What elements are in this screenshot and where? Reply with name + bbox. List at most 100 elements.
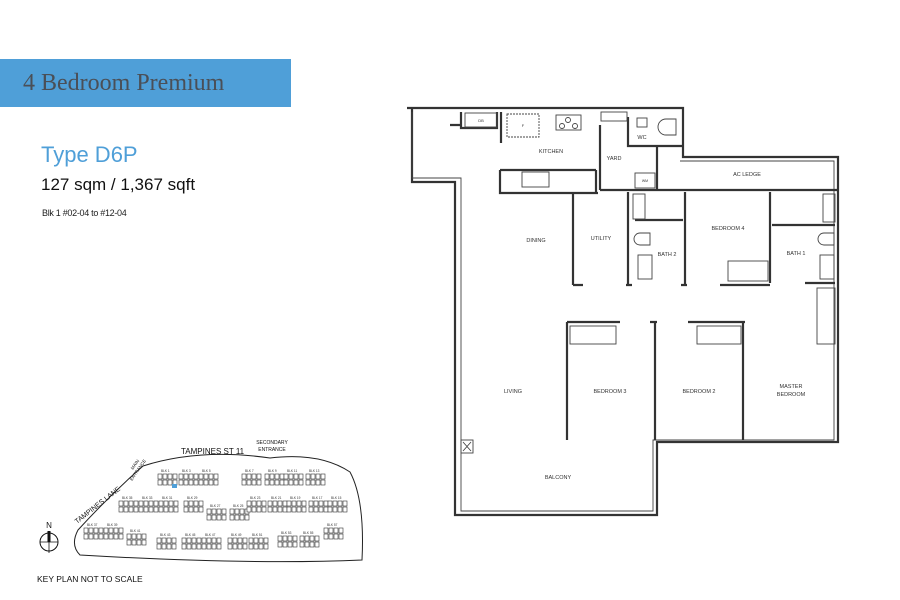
room-label-bath2: BATH 2 bbox=[658, 252, 677, 258]
block-unit bbox=[201, 537, 207, 544]
bath2-basin bbox=[637, 254, 653, 280]
block-unit bbox=[337, 506, 343, 513]
block-unit bbox=[293, 473, 299, 480]
block-unit bbox=[198, 506, 204, 513]
bath1-basin bbox=[819, 254, 835, 280]
block-unit bbox=[248, 543, 254, 550]
block-label: BLK 25 bbox=[233, 504, 244, 508]
block-label: BLK 37 bbox=[87, 523, 98, 527]
block-unit bbox=[229, 508, 235, 515]
block-unit bbox=[118, 533, 124, 540]
block-label: BLK 9 bbox=[268, 469, 277, 473]
bedroom3-wardrobe bbox=[569, 325, 617, 345]
block-unit bbox=[193, 473, 199, 480]
block-unit bbox=[287, 535, 293, 542]
room-label-bedroom2: BEDROOM 2 bbox=[682, 389, 715, 395]
block-unit bbox=[163, 506, 169, 513]
block-unit bbox=[304, 535, 310, 542]
block-unit bbox=[186, 537, 192, 544]
label-db: DB bbox=[478, 118, 484, 123]
block-unit bbox=[256, 479, 262, 486]
block-unit bbox=[221, 514, 227, 521]
block-unit bbox=[201, 543, 207, 550]
bath1-shower bbox=[822, 193, 836, 223]
block-unit bbox=[318, 500, 324, 507]
middle-walls bbox=[571, 192, 835, 287]
block-unit bbox=[256, 500, 262, 507]
block-unit bbox=[188, 473, 194, 480]
block-unit bbox=[282, 541, 288, 548]
block-unit bbox=[338, 533, 344, 540]
block-unit bbox=[108, 533, 114, 540]
block-unit bbox=[216, 514, 222, 521]
block-unit bbox=[148, 500, 154, 507]
block-unit bbox=[310, 473, 316, 480]
block-unit bbox=[216, 537, 222, 544]
block-unit bbox=[171, 537, 177, 544]
block-unit bbox=[138, 506, 144, 513]
room-label-master: MASTER bbox=[780, 384, 803, 390]
block-unit bbox=[196, 543, 202, 550]
block-unit bbox=[141, 539, 147, 546]
block-unit bbox=[198, 473, 204, 480]
block-unit bbox=[181, 537, 187, 544]
block-unit bbox=[162, 479, 168, 486]
block-unit bbox=[286, 506, 292, 513]
wc-toilet bbox=[657, 118, 677, 136]
block-unit bbox=[156, 543, 162, 550]
block-unit bbox=[313, 506, 319, 513]
block-unit bbox=[272, 506, 278, 513]
key-plan-note: KEY PLAN NOT TO SCALE bbox=[37, 574, 143, 584]
block-unit bbox=[251, 500, 257, 507]
block-unit bbox=[191, 537, 197, 544]
block-unit bbox=[157, 473, 163, 480]
block-label: BLK 39 bbox=[107, 523, 118, 527]
block-unit bbox=[167, 473, 173, 480]
block-unit bbox=[288, 473, 294, 480]
highlight-block bbox=[172, 484, 177, 488]
block-unit bbox=[314, 535, 320, 542]
unit-type: Type D6P bbox=[41, 142, 138, 167]
sink bbox=[521, 171, 550, 188]
block-unit bbox=[221, 508, 227, 515]
site-outline bbox=[74, 453, 363, 563]
block-unit bbox=[304, 541, 310, 548]
block-unit bbox=[213, 479, 219, 486]
block-unit bbox=[136, 533, 142, 540]
block-unit bbox=[323, 527, 329, 534]
block-unit bbox=[248, 537, 254, 544]
bedroom4-wardrobe bbox=[727, 260, 769, 282]
yard-wc-walls bbox=[600, 117, 838, 192]
unit-area: 127 sqm / 1,367 sqft bbox=[41, 175, 196, 194]
block-unit bbox=[261, 500, 267, 507]
block-unit bbox=[186, 543, 192, 550]
block-unit bbox=[296, 500, 302, 507]
block-unit bbox=[293, 479, 299, 486]
block-label: BLK 13 bbox=[309, 469, 320, 473]
label-wm: WM bbox=[642, 179, 648, 183]
block-unit bbox=[251, 479, 257, 486]
block-unit bbox=[163, 500, 169, 507]
block-label: BLK 47 bbox=[205, 533, 216, 537]
balcony-planter bbox=[460, 439, 474, 454]
block-label: BLK 5 bbox=[202, 469, 211, 473]
unit-category-banner: 4 Bedroom Premium bbox=[0, 59, 291, 107]
block-unit bbox=[183, 500, 189, 507]
inner-outline bbox=[411, 112, 835, 512]
block-unit bbox=[191, 543, 197, 550]
room-label-kitchen: KITCHEN bbox=[539, 149, 563, 155]
block-unit bbox=[183, 506, 189, 513]
block-unit bbox=[93, 527, 99, 534]
outer-wall bbox=[407, 106, 840, 517]
block-unit bbox=[267, 500, 273, 507]
block-unit bbox=[274, 479, 280, 486]
block-unit bbox=[328, 527, 334, 534]
block-unit bbox=[98, 533, 104, 540]
block-unit bbox=[138, 500, 144, 507]
block-label: BLK 7 bbox=[245, 469, 254, 473]
north-label: N bbox=[46, 521, 52, 530]
block-unit bbox=[203, 479, 209, 486]
block-unit bbox=[161, 537, 167, 544]
block-unit bbox=[301, 500, 307, 507]
